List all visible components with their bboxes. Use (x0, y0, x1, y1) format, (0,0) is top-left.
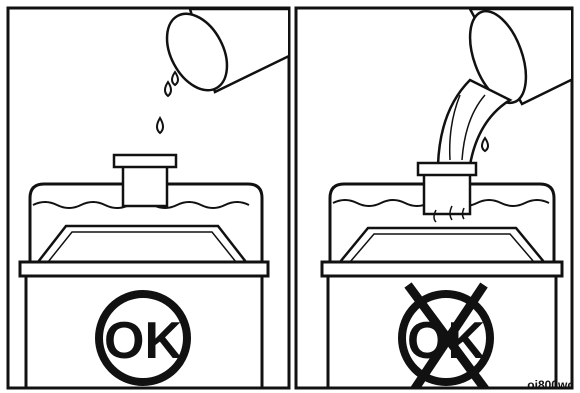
right-filler-neck (424, 174, 470, 214)
right-filler-cap (418, 163, 476, 175)
left-filler-cap (114, 155, 176, 167)
right-rim (322, 262, 562, 276)
left-filler-neck (123, 166, 167, 206)
right-baffle (340, 228, 544, 262)
left-ok-label: OK (104, 312, 182, 370)
figure-code: oi800wc (527, 378, 574, 392)
left-rim (20, 262, 268, 276)
